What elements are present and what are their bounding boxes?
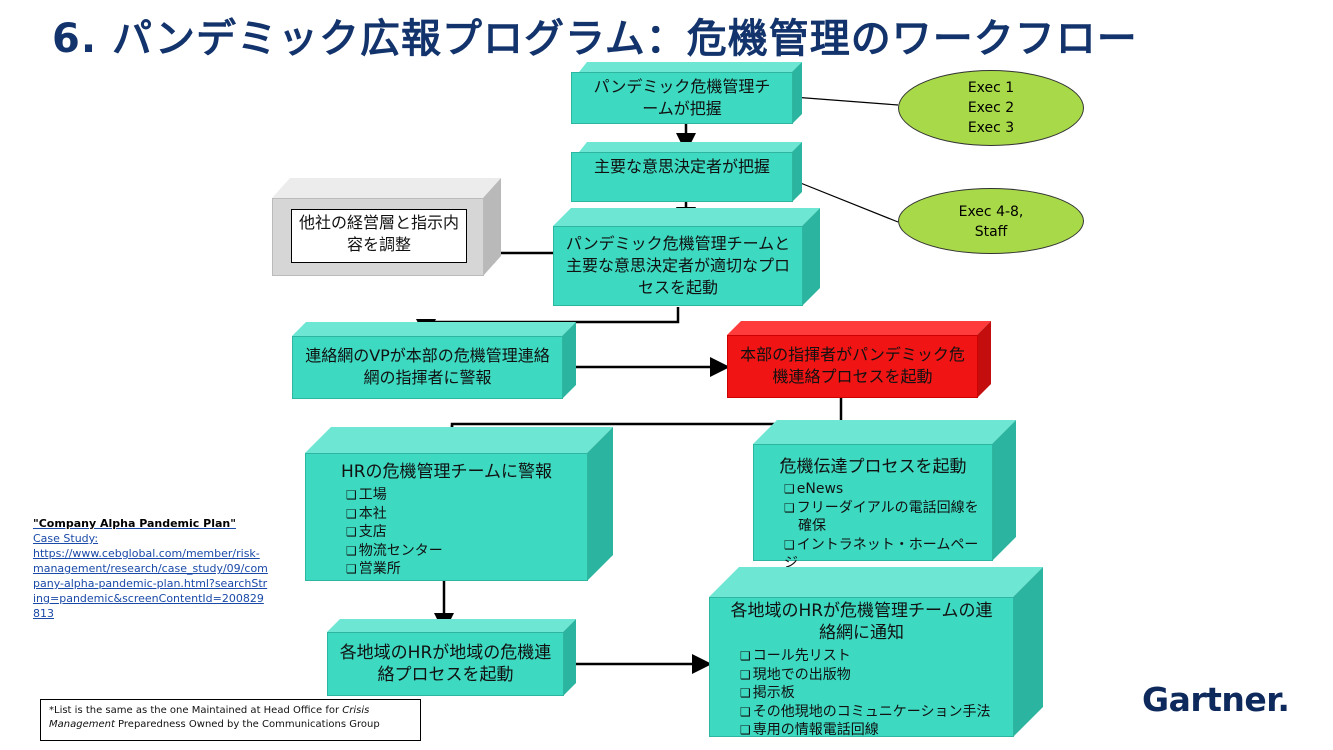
list-item: 支店	[346, 523, 443, 542]
node-label: 主要な意思決定者が把握	[593, 157, 770, 176]
node-hq-start-process: 本部の指揮者がパンデミック危機連絡プロセスを起動	[727, 321, 991, 398]
list-item: 現地での出版物	[740, 666, 991, 685]
node-hr-alert: HRの危機管理チームに警報 工場 本社 支店 物流センター 営業所	[305, 427, 613, 581]
list-item: 物流センター	[346, 542, 443, 561]
case-study-title[interactable]: "Company Alpha Pandemic Plan"	[33, 517, 236, 530]
list-item: 工場	[346, 486, 443, 505]
exec-label: Exec 2	[967, 100, 1015, 116]
regional-notify-list: コール先リスト 現地での出版物 掲示板 その他現地のコミュニケーション手法 専用…	[740, 647, 991, 740]
link-exec-top	[792, 96, 899, 106]
exec-label: Exec 3	[967, 120, 1015, 136]
case-study-label[interactable]: Case Study:	[33, 532, 99, 545]
node-label: パンデミック危機管理チームが把握	[593, 77, 771, 118]
list-item: 掲示板	[740, 684, 991, 703]
node-key-decision-makers-aware: 主要な意思決定者が把握	[571, 142, 802, 202]
list-item: フリーダイアルの電話回線を確保	[784, 499, 984, 536]
communication-list: eNews フリーダイアルの電話回線を確保 イントラネット・ホームページ	[784, 480, 984, 573]
hr-alert-list: 工場 本社 支店 物流センター 営業所	[346, 486, 443, 579]
node-vp-alert: 連絡網のVPが本部の危機管理連絡網の指揮者に警報	[292, 322, 576, 399]
node-start-appropriate-process: パンデミック危機管理チームと主要な意思決定者が適切なプロセスを起動	[553, 208, 820, 306]
node-pandemic-team-aware: パンデミック危機管理チームが把握	[571, 62, 802, 124]
list-item: 営業所	[346, 560, 443, 579]
case-study-url[interactable]: https://www.cebglobal.com/member/risk-ma…	[33, 547, 268, 620]
footnote: *List is the same as the one Maintained …	[40, 699, 421, 741]
exec-label: Exec 4-8,	[958, 204, 1024, 220]
list-item: eNews	[784, 480, 984, 499]
list-item: 専用の情報電話回線	[740, 721, 991, 740]
exec-label: Exec 1	[967, 80, 1015, 96]
footnote-italic: Crisis Management	[49, 705, 370, 730]
node-coordinate-other-executives: 他社の経営層と指示内容を調整	[272, 178, 501, 276]
node-label: 本部の指揮者がパンデミック危機連絡プロセスを起動	[740, 345, 965, 386]
node-label: 連絡網のVPが本部の危機管理連絡網の指揮者に警報	[305, 346, 550, 387]
list-item: 本社	[346, 505, 443, 524]
page-title: 6. パンデミック広報プログラム：危機管理のワークフロー	[52, 16, 1138, 62]
node-communication-process: 危機伝達プロセスを起動 eNews フリーダイアルの電話回線を確保 イントラネッ…	[753, 420, 1016, 571]
node-label: 各地域のHRが危機管理チームの連絡網に通知	[730, 601, 993, 643]
node-label: パンデミック危機管理チームと主要な意思決定者が適切なプロセスを起動	[565, 234, 791, 297]
exec-group-bottom: Exec 4-8, Staff	[898, 188, 1084, 254]
node-regional-hr-process: 各地域のHRが地域の危機連絡プロセスを起動	[327, 619, 576, 696]
node-regional-notify: 各地域のHRが危機管理チームの連絡網に通知 コール先リスト 現地での出版物 掲示…	[709, 567, 1043, 740]
exec-group-top: Exec 1 Exec 2 Exec 3	[898, 70, 1084, 146]
node-label: HRの危機管理チームに警報	[340, 462, 553, 482]
footnote-text: Preparedness Owned by the Communications…	[114, 719, 380, 730]
node-label: 危機伝達プロセスを起動	[779, 457, 967, 477]
footnote-text: *List is the same as the one Maintained …	[49, 705, 343, 716]
node-label: 各地域のHRが地域の危機連絡プロセスを起動	[339, 643, 552, 685]
link-exec-bottom	[792, 179, 899, 223]
node-label: 他社の経営層と指示内容を調整	[291, 209, 467, 263]
case-study-link[interactable]: "Company Alpha Pandemic Plan" Case Study…	[33, 516, 269, 621]
exec-label: Staff	[974, 224, 1008, 240]
gartner-logo: Gartner.	[1142, 680, 1290, 719]
list-item: その他現地のコミュニケーション手法	[740, 703, 991, 722]
list-item: コール先リスト	[740, 647, 991, 666]
